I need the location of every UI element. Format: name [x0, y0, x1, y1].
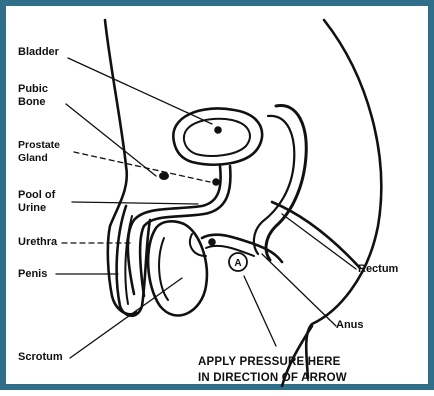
- leader-pubic-bone: [66, 104, 156, 176]
- prostate-dot: [214, 180, 219, 185]
- anatomy-drawing: A: [6, 6, 434, 396]
- label-prostate-gland: Prostate Gland: [18, 139, 60, 165]
- caption-line-1: APPLY PRESSURE HERE: [198, 354, 347, 370]
- body-front-outline: [105, 20, 136, 314]
- instruction-caption: APPLY PRESSURE HERE IN DIRECTION OF ARRO…: [198, 354, 347, 386]
- bladder-dot: [216, 128, 221, 133]
- pubic-bone-shape: [159, 172, 169, 180]
- leader-pressure: [244, 276, 276, 346]
- rectum-wall: [272, 202, 360, 268]
- leader-bladder: [68, 58, 212, 124]
- pressure-point-letter: A: [234, 258, 241, 269]
- scrotum-shape: [148, 221, 207, 315]
- leader-prostate: [74, 152, 210, 182]
- label-rectum: Rectum: [358, 263, 398, 276]
- label-pool-of-urine: Pool of Urine: [18, 189, 55, 215]
- leader-pool-of-urine: [72, 202, 198, 204]
- rectum-inner: [254, 116, 294, 254]
- label-scrotum: Scrotum: [18, 351, 63, 364]
- label-bladder: Bladder: [18, 46, 59, 59]
- label-penis: Penis: [18, 268, 47, 281]
- caption-line-2: IN DIRECTION OF ARROW: [198, 370, 347, 386]
- label-urethra: Urethra: [18, 236, 57, 249]
- leader-rectum: [282, 214, 356, 269]
- leader-anus: [262, 254, 336, 326]
- anus-dot: [210, 240, 215, 245]
- label-pubic-bone: Pubic Bone: [18, 83, 48, 109]
- label-anus: Anus: [336, 319, 364, 332]
- anal-canal-inner: [206, 246, 254, 256]
- rectum-outer: [266, 106, 306, 260]
- bladder-inner: [184, 119, 250, 156]
